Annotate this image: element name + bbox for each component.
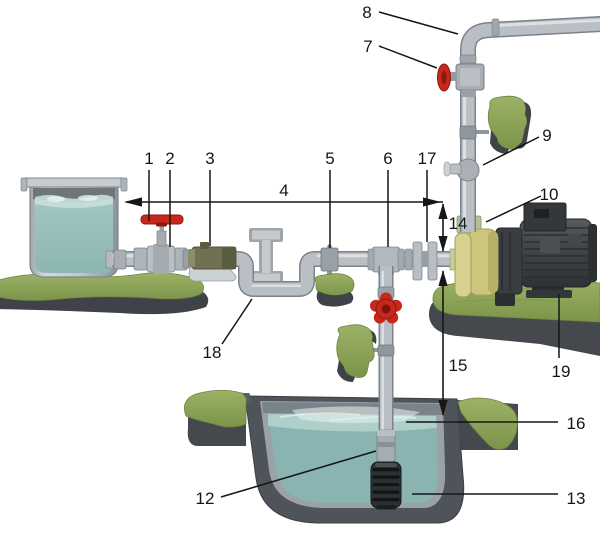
callout-17-label: 17 [418,149,437,168]
callout-14-label: 14 [449,214,468,233]
callout-16-label: 16 [567,414,586,433]
callout-18-label: 18 [203,343,222,362]
callout-3-label: 3 [205,149,214,168]
callout-labels: 1 2 3 4 5 6 7 8 9 10 12 13 14 15 16 17 1… [144,3,585,508]
sump-suction-pipe [336,266,402,510]
discharge-elbow [460,16,600,232]
leader-line-7 [378,45,438,69]
tank-shutoff-valve [133,214,188,274]
callout-12-label: 12 [196,489,215,508]
pump-head-flange [454,232,472,298]
gauge-port-fitting [443,158,480,182]
suction-pipe-coupling [376,429,396,463]
sump-pit [183,389,518,524]
callout-8-label: 8 [362,3,371,22]
riser-bracket [459,95,532,154]
callout-5-label: 5 [325,149,334,168]
sump-pipe-clamp [377,344,395,357]
callout-7-label: 7 [363,37,372,56]
supply-tank [20,177,128,278]
tank-ground-pad [0,272,209,315]
leader-lines [148,11,560,498]
callout-19-label: 19 [552,362,571,381]
inline-fitting [188,242,237,282]
sump-pipe-bracket-pad [336,324,375,378]
callout-4-label: 4 [279,181,288,200]
callout-1-label: 1 [144,149,153,168]
tank-water [35,198,113,273]
arrowhead-up-icon [438,203,448,219]
leader-line-9 [482,136,540,166]
leader-line-18 [221,298,253,345]
arrowhead-up-icon [438,270,448,286]
callout-9-label: 9 [542,126,551,145]
arrowhead-left-icon [124,197,142,207]
arrowhead-right-icon [423,197,441,207]
arrowhead-down-icon [438,236,448,252]
i-beam [249,228,283,285]
leader-line-12 [220,450,377,498]
sump-star-valve [370,292,402,324]
pump-suction-flanges [404,241,459,281]
arrowhead-down-icon [438,400,448,416]
sump-grass-right [457,397,518,450]
leader-line-8 [378,11,459,35]
callout-15-label: 15 [449,356,468,375]
discharge-valve [437,63,485,97]
pump [454,202,597,306]
callout-2-label: 2 [165,149,174,168]
callout-13-label: 13 [567,489,586,508]
dimension-14 [438,203,448,252]
callout-10-label: 10 [540,185,559,204]
dimension-15 [438,270,448,416]
foot-valve-strainer [370,461,402,510]
discharge-riser [459,16,600,232]
callout-6-label: 6 [383,149,392,168]
sump-grass-left [183,389,247,428]
leader-line-10 [485,195,542,223]
